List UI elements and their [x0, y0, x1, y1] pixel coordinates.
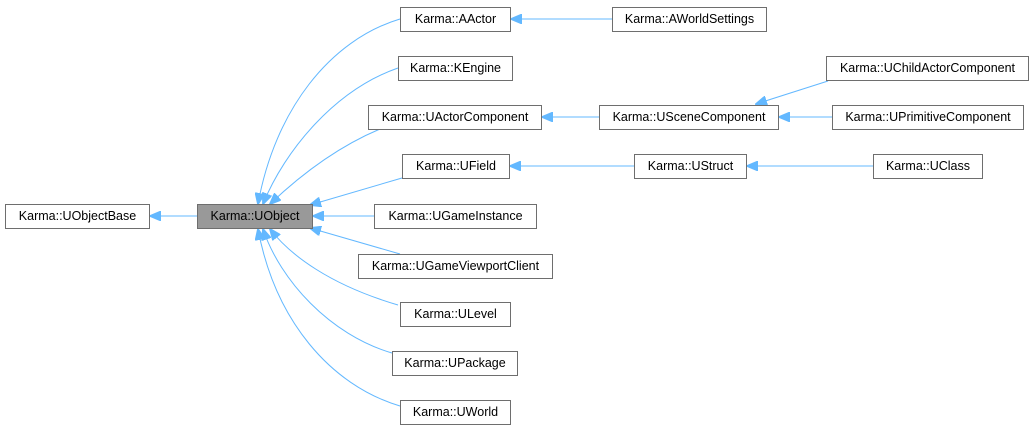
node-ugameinstance[interactable]: Karma::UGameInstance	[374, 204, 537, 229]
node-uclass[interactable]: Karma::UClass	[873, 154, 983, 179]
node-uobjectbase[interactable]: Karma::UObjectBase	[5, 204, 150, 229]
edge-uactorcomponent-uobject	[270, 128, 381, 204]
edge-uchildactorcomponent-uscenecomponent	[756, 80, 829, 104]
node-aworldsettings[interactable]: Karma::AWorldSettings	[612, 7, 767, 32]
edge-aactor-uobject	[258, 18, 401, 204]
node-aactor[interactable]: Karma::AActor	[400, 7, 511, 32]
node-uobject: Karma::UObject	[197, 204, 313, 229]
node-kengine[interactable]: Karma::KEngine	[398, 56, 513, 81]
edge-kengine-uobject	[263, 67, 399, 204]
edge-ulevel-uobject	[270, 229, 399, 306]
node-ustruct[interactable]: Karma::UStruct	[634, 154, 747, 179]
node-uactorcomponent[interactable]: Karma::UActorComponent	[368, 105, 542, 130]
node-upackage[interactable]: Karma::UPackage	[392, 351, 518, 376]
node-uchildactorcomponent[interactable]: Karma::UChildActorComponent	[826, 56, 1029, 81]
edge-ufield-uobject	[310, 177, 403, 205]
node-uworld[interactable]: Karma::UWorld	[400, 400, 511, 425]
node-uprimitivecomponent[interactable]: Karma::UPrimitiveComponent	[832, 105, 1024, 130]
edge-upackage-uobject	[263, 229, 393, 354]
node-ulevel[interactable]: Karma::ULevel	[400, 302, 511, 327]
edge-uworld-uobject	[258, 229, 401, 407]
node-uscenecomponent[interactable]: Karma::USceneComponent	[599, 105, 779, 130]
node-ufield[interactable]: Karma::UField	[402, 154, 510, 179]
node-ugameviewportclient[interactable]: Karma::UGameViewportClient	[358, 254, 553, 279]
edge-ugameviewportclient-uobject	[310, 228, 401, 255]
